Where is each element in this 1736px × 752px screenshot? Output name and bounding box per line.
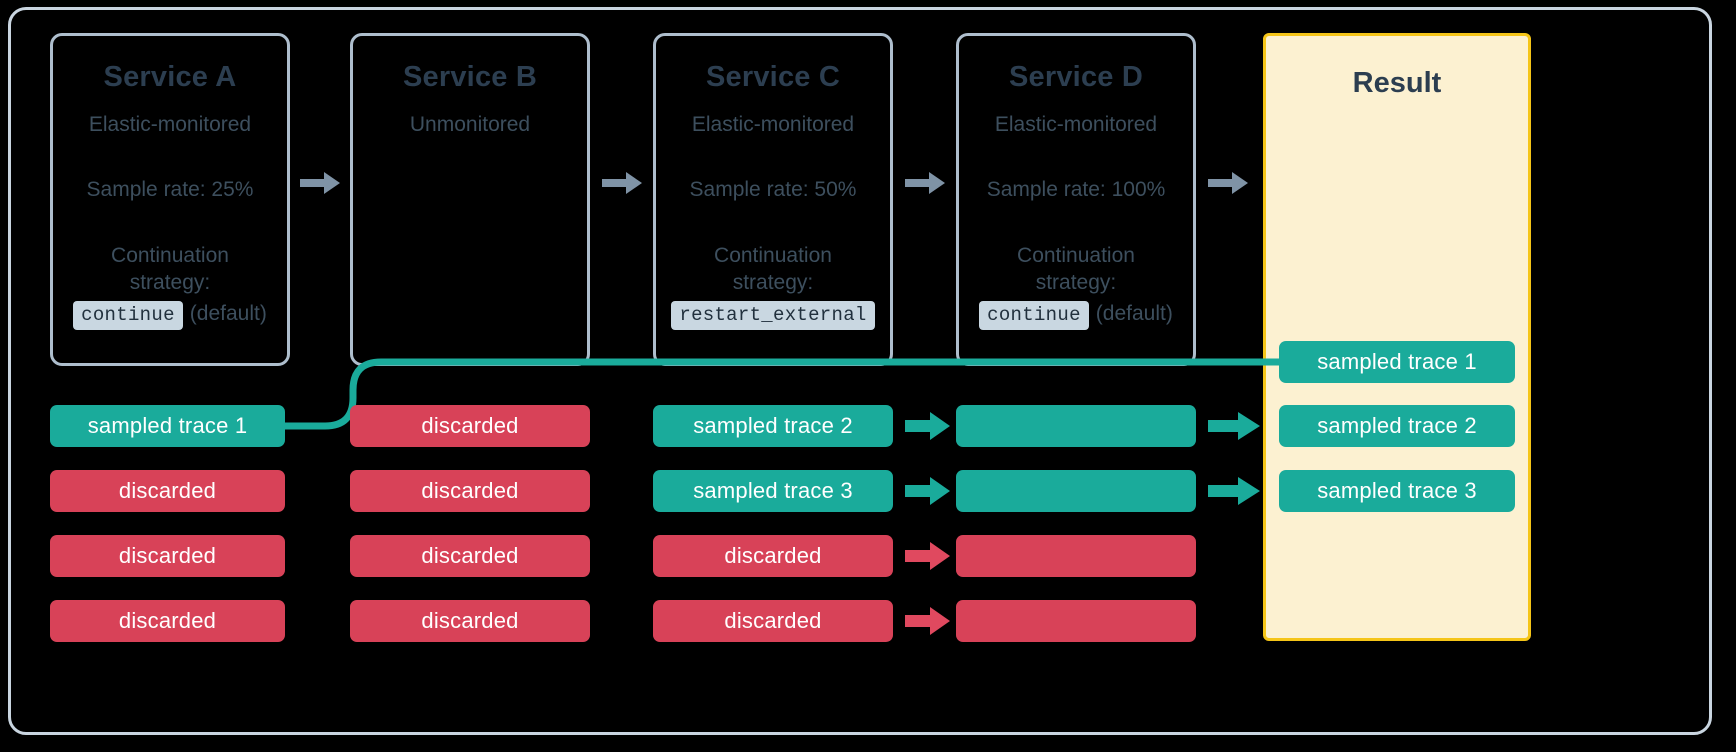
trace-pill-b3: discarded [350, 535, 590, 577]
trace-pill-d2 [956, 470, 1196, 512]
service-box-d: Service D Elastic-monitored Sample rate:… [956, 33, 1196, 366]
service-box-a: Service A Elastic-monitored Sample rate:… [50, 33, 290, 366]
trace-pill-c1: sampled trace 2 [653, 405, 893, 447]
service-box-b: Service B Unmonitored [350, 33, 590, 366]
service-a-title: Service A [103, 61, 237, 93]
trace-pill-b1: discarded [350, 405, 590, 447]
trace-pill-d4 [956, 600, 1196, 642]
trace-pill-d1 [956, 405, 1196, 447]
result-title: Result [1352, 67, 1442, 99]
service-d-strategy-code: continue [979, 300, 1089, 330]
service-c-strategy-value: restart_external [656, 300, 890, 330]
result-panel: Result [1263, 33, 1531, 641]
service-d-monitoring: Elastic-monitored [994, 112, 1158, 136]
service-d-strategy-note: (default) [1095, 301, 1173, 325]
arrow-right-icon-b-to-c [602, 172, 642, 194]
trace-pill-d3 [956, 535, 1196, 577]
service-c-sample-rate: Sample rate: 50% [689, 178, 857, 202]
service-box-c: Service C Elastic-monitored Sample rate:… [653, 33, 893, 366]
result-pill-2: sampled trace 2 [1279, 405, 1515, 447]
result-pill-3: sampled trace 3 [1279, 470, 1515, 512]
trace-pill-a1: sampled trace 1 [50, 405, 285, 447]
diagram-outer-frame [8, 7, 1712, 735]
service-a-sample-rate: Sample rate: 25% [86, 178, 254, 202]
trace-pill-a2: discarded [50, 470, 285, 512]
service-b-monitoring: Unmonitored [409, 112, 531, 136]
service-a-strategy-note: (default) [189, 301, 267, 325]
trace-pill-c3: discarded [653, 535, 893, 577]
result-pill-1: sampled trace 1 [1279, 341, 1515, 383]
service-d-title: Service D [1009, 61, 1143, 93]
service-a-monitoring: Elastic-monitored [88, 112, 252, 136]
service-a-strategy-code: continue [73, 300, 183, 330]
trace-pill-b4: discarded [350, 600, 590, 642]
service-b-title: Service B [403, 61, 537, 93]
service-c-strategy-code: restart_external [671, 300, 875, 330]
service-c-title: Service C [706, 61, 840, 93]
service-a-strategy-value: continue (default) [53, 300, 287, 330]
arrow-right-icon-c-to-d [905, 172, 945, 194]
trace-pill-a4: discarded [50, 600, 285, 642]
trace-pill-c2: sampled trace 3 [653, 470, 893, 512]
arrow-right-icon-a-to-b [300, 172, 340, 194]
trace-pill-b2: discarded [350, 470, 590, 512]
trace-pill-a3: discarded [50, 535, 285, 577]
service-d-strategy-value: continue (default) [959, 300, 1193, 330]
arrow-right-icon-d-to-result [1208, 172, 1248, 194]
trace-pill-c4: discarded [653, 600, 893, 642]
service-d-sample-rate: Sample rate: 100% [986, 178, 1166, 202]
service-c-monitoring: Elastic-monitored [691, 112, 855, 136]
